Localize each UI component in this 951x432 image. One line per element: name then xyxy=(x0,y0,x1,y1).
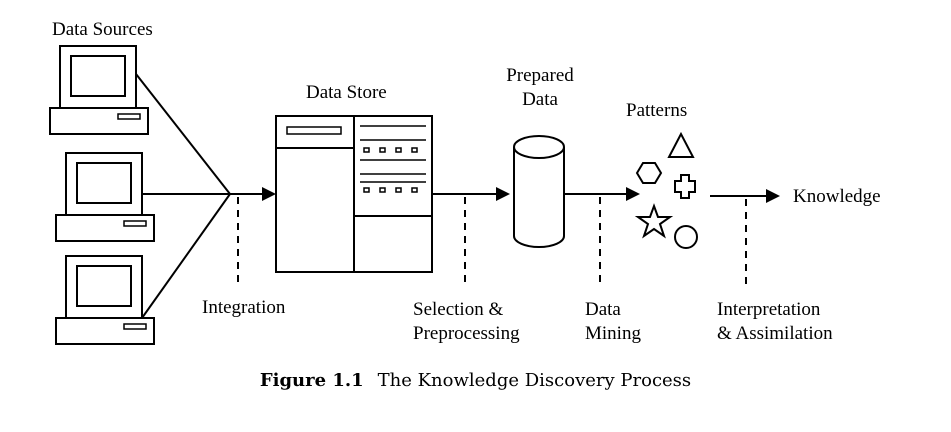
arrow-icon xyxy=(626,187,640,201)
label-prepared-data-line1: Prepared xyxy=(506,65,574,86)
arrow-icon xyxy=(766,189,780,203)
label-data-store: Data Store xyxy=(306,82,387,103)
cross-icon xyxy=(674,174,696,199)
label-selection-line1: Selection & xyxy=(413,299,504,320)
hexagon-icon xyxy=(635,162,663,184)
star-icon xyxy=(634,203,674,239)
arrow-icon xyxy=(496,187,510,201)
server-cabinet-icon xyxy=(275,115,433,273)
label-prepared-data-line2: Data xyxy=(522,89,558,110)
label-selection-line2: Preprocessing xyxy=(413,323,520,344)
label-interpretation-line2: & Assimilation xyxy=(717,323,833,344)
label-data-mining: Data Mining xyxy=(585,298,641,346)
integration-connectors xyxy=(135,73,262,319)
arrow-icon xyxy=(262,187,276,201)
label-interpretation-line1: Interpretation xyxy=(717,299,821,320)
label-data-mining-line1: Data xyxy=(585,299,621,320)
label-data-mining-line2: Mining xyxy=(585,323,641,344)
circle-icon xyxy=(674,225,698,249)
triangle-icon xyxy=(667,131,695,158)
computer-icon xyxy=(49,45,149,135)
figure-caption-text: The Knowledge Discovery Process xyxy=(377,370,692,391)
computer-icon xyxy=(55,152,155,242)
label-patterns: Patterns xyxy=(626,100,688,121)
label-prepared-data: Prepared Data xyxy=(492,64,588,112)
figure-caption: Figure 1.1 The Knowledge Discovery Proces… xyxy=(0,370,951,391)
label-integration: Integration xyxy=(202,297,286,318)
figure-number: Figure 1.1 xyxy=(259,370,364,391)
database-cylinder-icon xyxy=(513,135,565,248)
computer-icon xyxy=(55,255,155,345)
label-selection-preprocessing: Selection & Preprocessing xyxy=(413,298,520,346)
label-knowledge: Knowledge xyxy=(793,186,881,207)
label-data-sources: Data Sources xyxy=(52,19,153,40)
label-interpretation-assimilation: Interpretation & Assimilation xyxy=(717,298,833,346)
